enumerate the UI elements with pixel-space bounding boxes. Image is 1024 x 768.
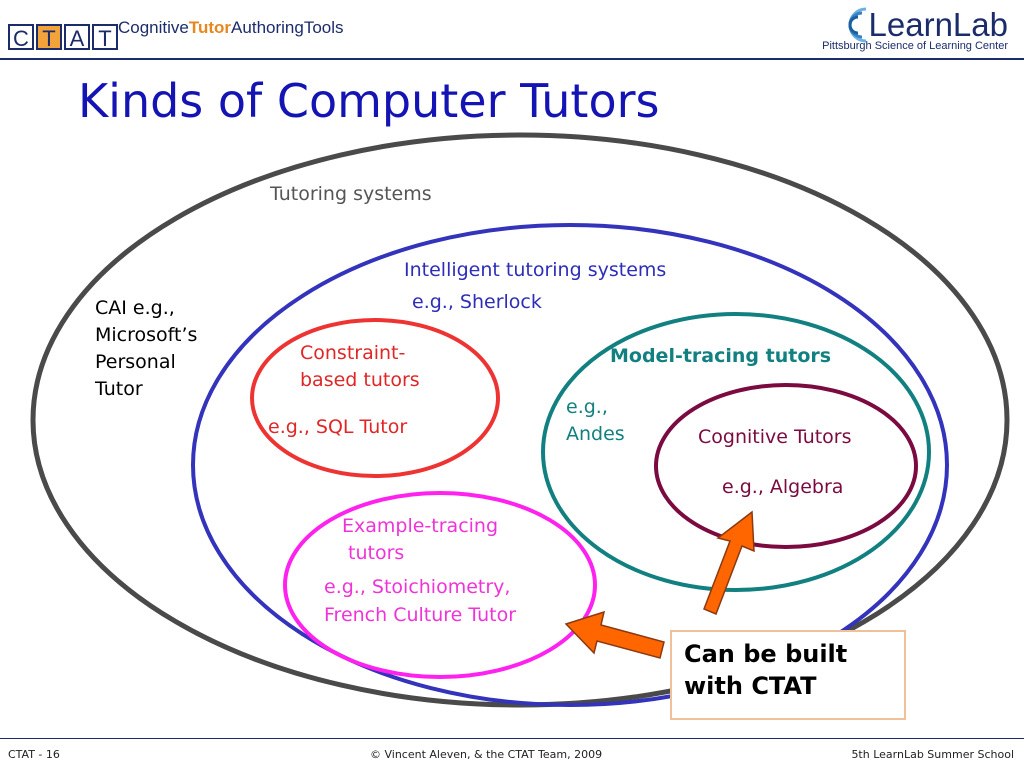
arrow-to-cognitive-tutors — [703, 510, 755, 615]
learnlab-globe-icon — [848, 7, 866, 43]
callout-line-2: with CTAT — [684, 672, 817, 700]
footer-left: CTAT - 16 — [8, 748, 60, 761]
example-tracing-label-line-1: Example-tracing — [342, 515, 499, 537]
learnlab-logo: LearnLab Pittsburgh Science of Learning … — [822, 6, 1008, 52]
example-tracing-example: e.g., Stoichiometry, French Culture Tuto… — [324, 573, 516, 629]
example-tracing-example-line-2: French Culture Tutor — [324, 604, 517, 626]
learnlab-subtitle: Pittsburgh Science of Learning Center — [822, 40, 1008, 52]
callout-line-1: Can be built — [684, 640, 848, 668]
its-ellipse — [191, 223, 949, 707]
constraint-based-ellipse — [250, 318, 500, 478]
example-tracing-label-line-2: tutors — [348, 542, 405, 564]
footer-rule — [0, 738, 1024, 739]
logo-letter-t2: T — [92, 24, 118, 51]
cai-label-line-3: Personal — [95, 351, 176, 373]
its-example: e.g., Sherlock — [412, 291, 542, 313]
slide-title: Kinds of Computer Tutors — [78, 74, 660, 128]
brand-highlight: Tutor — [188, 18, 232, 37]
cognitive-tutors-label: Cognitive Tutors — [698, 426, 852, 448]
cai-label-line-1: CAI e.g., — [95, 297, 175, 319]
cai-label-line-4: Tutor — [95, 378, 143, 400]
model-tracing-ellipse — [541, 312, 931, 592]
constraint-label-line-1: Constraint- — [300, 342, 406, 364]
ctat-logo: C T A T — [8, 14, 118, 51]
model-tracing-example-line-2: Andes — [566, 423, 625, 445]
footer-center: © Vincent Aleven, & the CTAT Team, 2009 — [370, 748, 603, 761]
cognitive-tutors-ellipse — [654, 383, 918, 549]
cognitive-tutors-example: e.g., Algebra — [722, 476, 844, 498]
footer-right: 5th LearnLab Summer School — [851, 748, 1014, 761]
brand-prefix: Cognitive — [118, 18, 189, 37]
tutoring-systems-label: Tutoring systems — [270, 183, 432, 205]
model-tracing-example-line-1: e.g., — [566, 396, 608, 418]
example-tracing-label: Example-tracing tutors — [342, 513, 498, 567]
learnlab-name: LearnLab — [868, 6, 1008, 43]
logo-letter-c: C — [8, 24, 34, 51]
example-tracing-example-line-1: e.g., Stoichiometry, — [324, 576, 511, 598]
its-label: Intelligent tutoring systems — [404, 259, 667, 281]
logo-letter-t1: T — [36, 24, 62, 51]
constraint-based-example: e.g., SQL Tutor — [268, 416, 408, 438]
brand-title: CognitiveTutorAuthoringTools — [118, 18, 344, 38]
cai-label-line-2: Microsoft’s — [95, 324, 198, 346]
constraint-based-label: Constraint- based tutors — [300, 340, 420, 394]
cai-label: CAI e.g., Microsoft’s Personal Tutor — [95, 295, 197, 403]
model-tracing-example: e.g., Andes — [566, 394, 625, 448]
header-rule — [0, 58, 1024, 60]
constraint-label-line-2: based tutors — [300, 369, 420, 391]
logo-letter-a: A — [64, 24, 90, 51]
example-tracing-ellipse — [283, 491, 597, 679]
tutoring-systems-ellipse — [30, 132, 1010, 708]
ctat-callout-box: Can be built with CTAT — [670, 630, 906, 720]
model-tracing-label: Model-tracing tutors — [610, 345, 832, 367]
brand-suffix: AuthoringTools — [231, 18, 344, 37]
arrow-to-example-tracing — [564, 610, 665, 659]
